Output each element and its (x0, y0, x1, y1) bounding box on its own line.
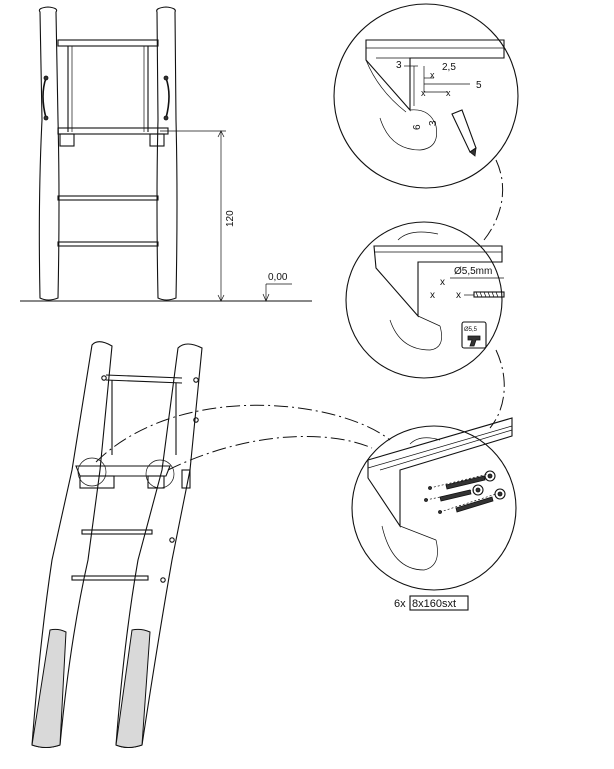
detail-circle-3 (351, 417, 517, 591)
front-left-handle (42, 77, 47, 119)
drill-diameter-label: Ø5,5mm (454, 266, 492, 277)
screw-spec-box (409, 595, 469, 611)
detail-circle-2: Ø5,5mm x x x Ø5,5 (345, 221, 505, 379)
ground-level-label: 0,00 (268, 272, 288, 283)
front-view-ladder: 120 0,00 (20, 6, 312, 302)
screw-spec-label: 8x160sxt (412, 598, 456, 610)
dim-label-5: 5 (476, 80, 482, 91)
screw-3 (439, 488, 506, 513)
dim-height-label: 120 (225, 210, 236, 227)
callout-arc-1 (95, 404, 391, 463)
screw-quantity-label: 6x (394, 598, 406, 610)
callout-arc-detail-1-2 (483, 159, 504, 241)
front-right-post (156, 6, 178, 301)
callout-arc-2 (167, 435, 373, 471)
dim-label-6: 6 (412, 124, 423, 130)
drill-icon-label: Ø5,5 (464, 327, 478, 333)
mark-x-1: x (440, 277, 445, 288)
screw-4 (424, 486, 442, 514)
screw-2 (425, 484, 484, 502)
drill-icon (461, 321, 487, 349)
svg-text:x: x (446, 88, 451, 98)
dim-label-2-5: 2,5 (442, 62, 456, 73)
detail-circle-1: x x x 3 2,5 5 6 3 (333, 3, 519, 189)
dim-label-3b: 3 (428, 120, 439, 126)
svg-text:x: x (421, 88, 426, 98)
perspective-view-ladder (31, 341, 203, 749)
svg-text:x: x (430, 70, 435, 80)
screw-1 (429, 470, 496, 490)
mark-x-2: x (430, 290, 435, 301)
dim-label-3a: 3 (396, 60, 402, 71)
front-right-handle (165, 77, 170, 119)
mark-x-3: x (456, 290, 461, 301)
pencil-icon (451, 109, 477, 153)
callout-arc-detail-2-3 (489, 349, 505, 429)
front-left-post (38, 6, 60, 301)
